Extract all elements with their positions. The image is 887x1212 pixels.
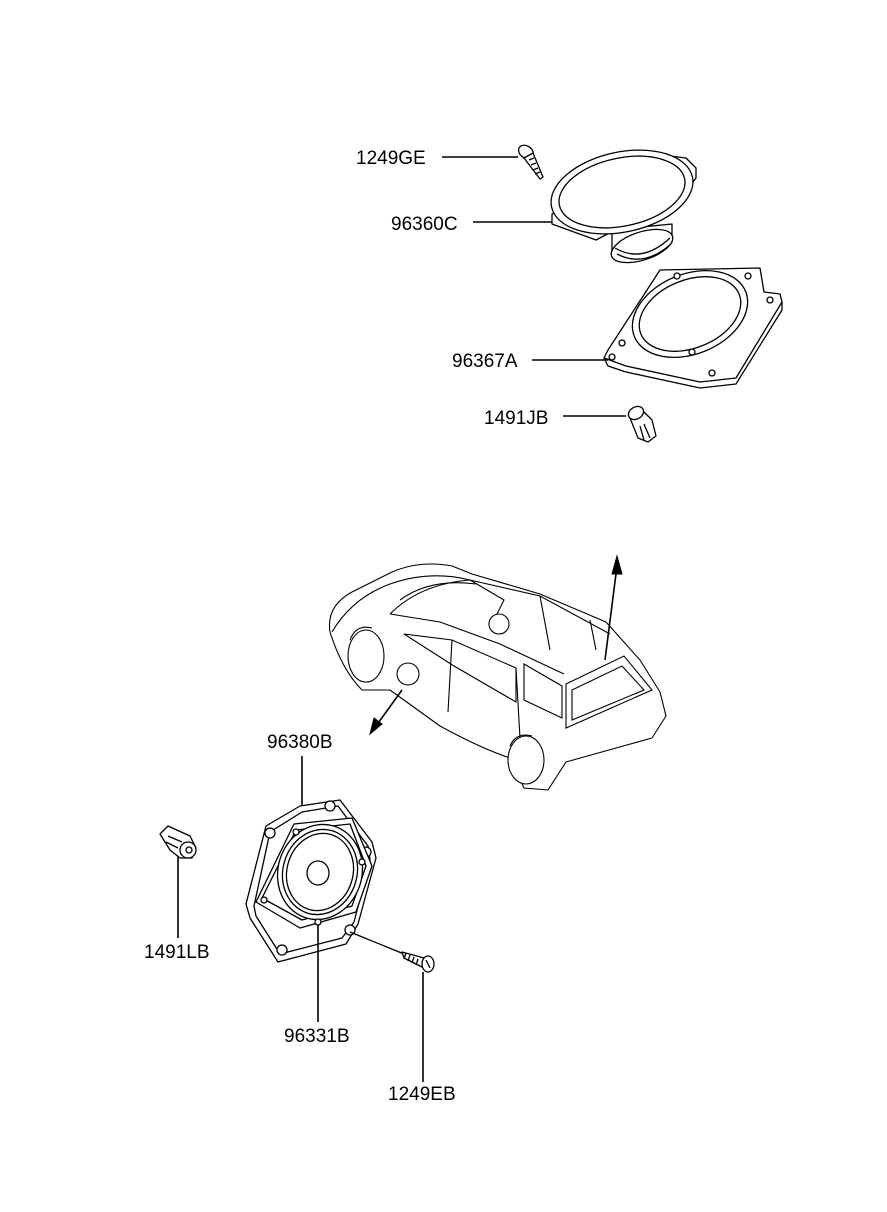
clip-1491lb[interactable]: 1491LB <box>144 825 210 963</box>
arrow-to-front-speaker <box>375 689 403 727</box>
label-96360c: 96360C <box>391 214 458 235</box>
speaker-96360c-shape <box>550 149 697 264</box>
speaker-96360c[interactable]: 96360C <box>391 138 701 269</box>
screw-1249ge[interactable]: 1249GE <box>356 142 544 180</box>
arrow-to-rear-speaker <box>604 565 618 661</box>
bracket-96367a-shape <box>603 267 783 389</box>
bracket-96367a[interactable]: 96367A <box>452 254 783 389</box>
speaker-96331b-shape <box>255 817 373 929</box>
screw-axis-1249eb <box>349 931 405 955</box>
speaker-96331b[interactable]: 96331B <box>255 814 374 1047</box>
label-96367a: 96367A <box>452 351 518 372</box>
label-96331b: 96331B <box>284 1026 350 1047</box>
clip-1491lb-shape <box>159 825 197 859</box>
label-1249eb: 1249EB <box>388 1084 456 1105</box>
label-1249ge: 1249GE <box>356 148 426 169</box>
label-96380b: 96380B <box>267 732 333 753</box>
label-1491lb: 1491LB <box>144 942 210 963</box>
clip-1491jb[interactable]: 1491JB <box>484 404 657 443</box>
screw-1249eb-shape <box>401 951 435 973</box>
screw-1249ge-shape <box>517 144 544 180</box>
label-1491jb: 1491JB <box>484 408 548 429</box>
screw-1249eb[interactable]: 1249EB <box>349 931 456 1105</box>
vehicle-outline <box>328 554 667 791</box>
clip-1491jb-shape <box>627 405 657 443</box>
